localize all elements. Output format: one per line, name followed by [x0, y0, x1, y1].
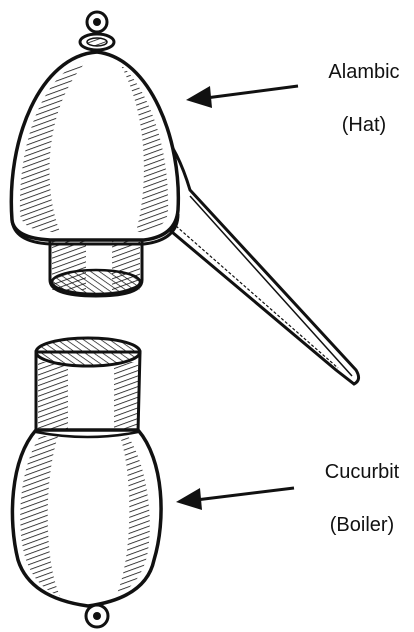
cucurbit-neck: [36, 338, 140, 432]
cucurbit-sublabel: (Boiler): [312, 515, 412, 535]
alambic-hat: [11, 12, 358, 384]
cucurbit-boiler: [12, 338, 161, 627]
alambic-dome: [11, 52, 178, 244]
alambic-label: Alambic: [316, 62, 412, 82]
arrow-to-alambic: [186, 86, 298, 108]
cucurbit-bottom-ring: [86, 605, 108, 627]
alambic-spout: [158, 130, 359, 384]
alambic-sublabel: (Hat): [316, 115, 412, 135]
cucurbit-label: Cucurbit: [312, 462, 412, 482]
cucurbit-body: [12, 430, 161, 606]
arrow-to-cucurbit: [176, 488, 294, 510]
alambic-top-ring: [80, 12, 114, 50]
